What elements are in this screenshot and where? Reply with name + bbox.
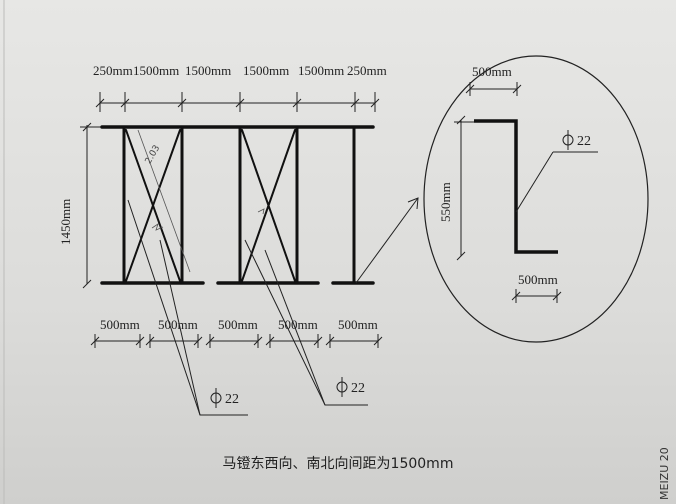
leader-lines: [127, 199, 368, 416]
brace-1b: [125, 129, 181, 282]
diameter-symbol-icon: [562, 130, 574, 150]
diameter-symbol-icon: [336, 377, 348, 397]
top-dimension-chain: [95, 92, 380, 112]
brace-2b: [241, 129, 296, 282]
camera-watermark: MEIZU 20: [658, 447, 671, 500]
detail-leader: [515, 151, 598, 213]
top-dim-4: 1500mm: [243, 63, 289, 78]
callout-right-label: 22: [351, 381, 365, 396]
top-dim-2: 1500mm: [133, 63, 179, 78]
callout-left-label: 22: [225, 392, 239, 407]
bottom-dimension-chain: [90, 334, 383, 348]
height-dim-label: 1450mm: [58, 199, 73, 245]
caption: 马镫东西向、南北向间距为1500mm: [223, 456, 454, 472]
handwritten-mark: 2.03: [144, 144, 163, 166]
diameter-symbol-icon: [210, 388, 222, 408]
detail-arrow: [355, 197, 419, 284]
bottom-dim-3: 500mm: [218, 317, 258, 332]
detail-height-dim: 550mm: [438, 182, 453, 222]
height-dimension: [80, 122, 125, 289]
detail-dimensions: [454, 82, 562, 303]
bottom-dim-1: 500mm: [100, 317, 140, 332]
z-rebar-shape: [474, 119, 558, 254]
top-dim-1: 250mm: [93, 63, 133, 78]
detail-ellipse: [423, 55, 649, 343]
detail-top-dim: 500mm: [472, 64, 512, 79]
top-dim-5: 1500mm: [298, 63, 344, 78]
detail-bottom-dim: 500mm: [518, 272, 558, 287]
pencil-marks: [137, 129, 265, 273]
bottom-dim-5: 500mm: [338, 317, 378, 332]
top-dim-6: 250mm: [347, 63, 387, 78]
detail-rebar-label: 22: [577, 134, 591, 149]
frame: [100, 125, 375, 285]
top-dim-3: 1500mm: [185, 63, 231, 78]
